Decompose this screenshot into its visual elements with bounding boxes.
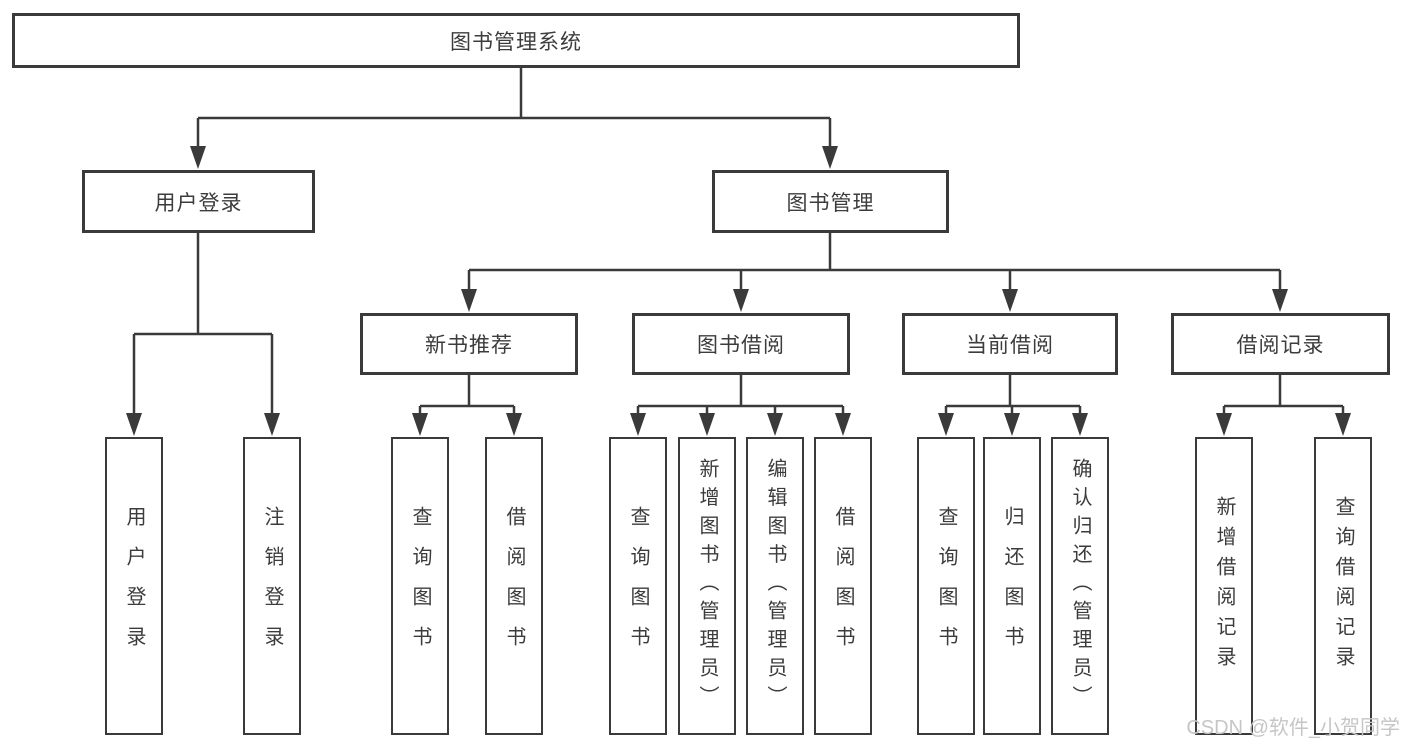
leaf-query-borrow-record-label: 查询借阅记录 (1332, 496, 1354, 676)
leaf-query-book-3: 查询图书 (917, 437, 975, 735)
node-book-management: 图书管理 (712, 170, 949, 233)
leaf-user-login-label: 用户登录 (123, 506, 145, 666)
node-borrow-record: 借阅记录 (1171, 313, 1390, 375)
watermark: CSDN @软件_小贺同学 (1186, 717, 1400, 739)
leaf-confirm-return-admin-label: 确认归还（管理员） (1069, 458, 1091, 714)
leaf-confirm-return-admin: 确认归还（管理员） (1051, 437, 1109, 735)
node-current-borrow-label: 当前借阅 (966, 334, 1054, 357)
node-borrow-record-label: 借阅记录 (1236, 334, 1325, 357)
leaf-edit-book-admin: 编辑图书（管理员） (746, 437, 804, 735)
node-book-borrow-label: 图书借阅 (697, 334, 785, 357)
leaf-add-borrow-record-label: 新增借阅记录 (1213, 496, 1235, 676)
leaf-return-book-label: 归还图书 (1001, 506, 1023, 666)
leaf-add-book-admin: 新增图书（管理员） (678, 437, 736, 735)
arrowheads (126, 146, 1351, 436)
node-user-login: 用户登录 (82, 170, 315, 233)
node-library-system: 图书管理系统 (12, 13, 1020, 68)
leaf-query-borrow-record: 查询借阅记录 (1314, 437, 1372, 735)
node-new-book-recommend: 新书推荐 (360, 313, 578, 375)
leaf-edit-book-admin-label: 编辑图书（管理员） (764, 458, 786, 714)
leaf-add-book-admin-label: 新增图书（管理员） (696, 458, 718, 714)
node-new-book-recommend-label: 新书推荐 (425, 334, 513, 357)
leaf-return-book: 归还图书 (983, 437, 1041, 735)
leaf-query-book-1-label: 查询图书 (409, 506, 431, 666)
leaf-add-borrow-record: 新增借阅记录 (1195, 437, 1253, 735)
leaf-borrow-book-2: 借阅图书 (814, 437, 872, 735)
leaf-query-book-2: 查询图书 (609, 437, 667, 735)
leaf-borrow-book-2-label: 借阅图书 (832, 506, 854, 666)
leaf-borrow-book-1: 借阅图书 (485, 437, 543, 735)
node-current-borrow: 当前借阅 (902, 313, 1118, 375)
leaf-query-book-1: 查询图书 (391, 437, 449, 735)
leaf-logout-label: 注销登录 (261, 506, 283, 666)
node-library-system-label: 图书管理系统 (450, 30, 582, 54)
leaf-query-book-3-label: 查询图书 (935, 506, 957, 666)
node-book-management-label: 图书管理 (786, 191, 875, 215)
node-user-login-label: 用户登录 (154, 191, 243, 215)
leaf-logout: 注销登录 (243, 437, 301, 735)
leaf-query-book-2-label: 查询图书 (627, 506, 649, 666)
leaf-user-login: 用户登录 (105, 437, 163, 735)
connector-paths (132, 68, 1345, 418)
node-book-borrow: 图书借阅 (632, 313, 850, 375)
leaf-borrow-book-1-label: 借阅图书 (503, 506, 525, 666)
